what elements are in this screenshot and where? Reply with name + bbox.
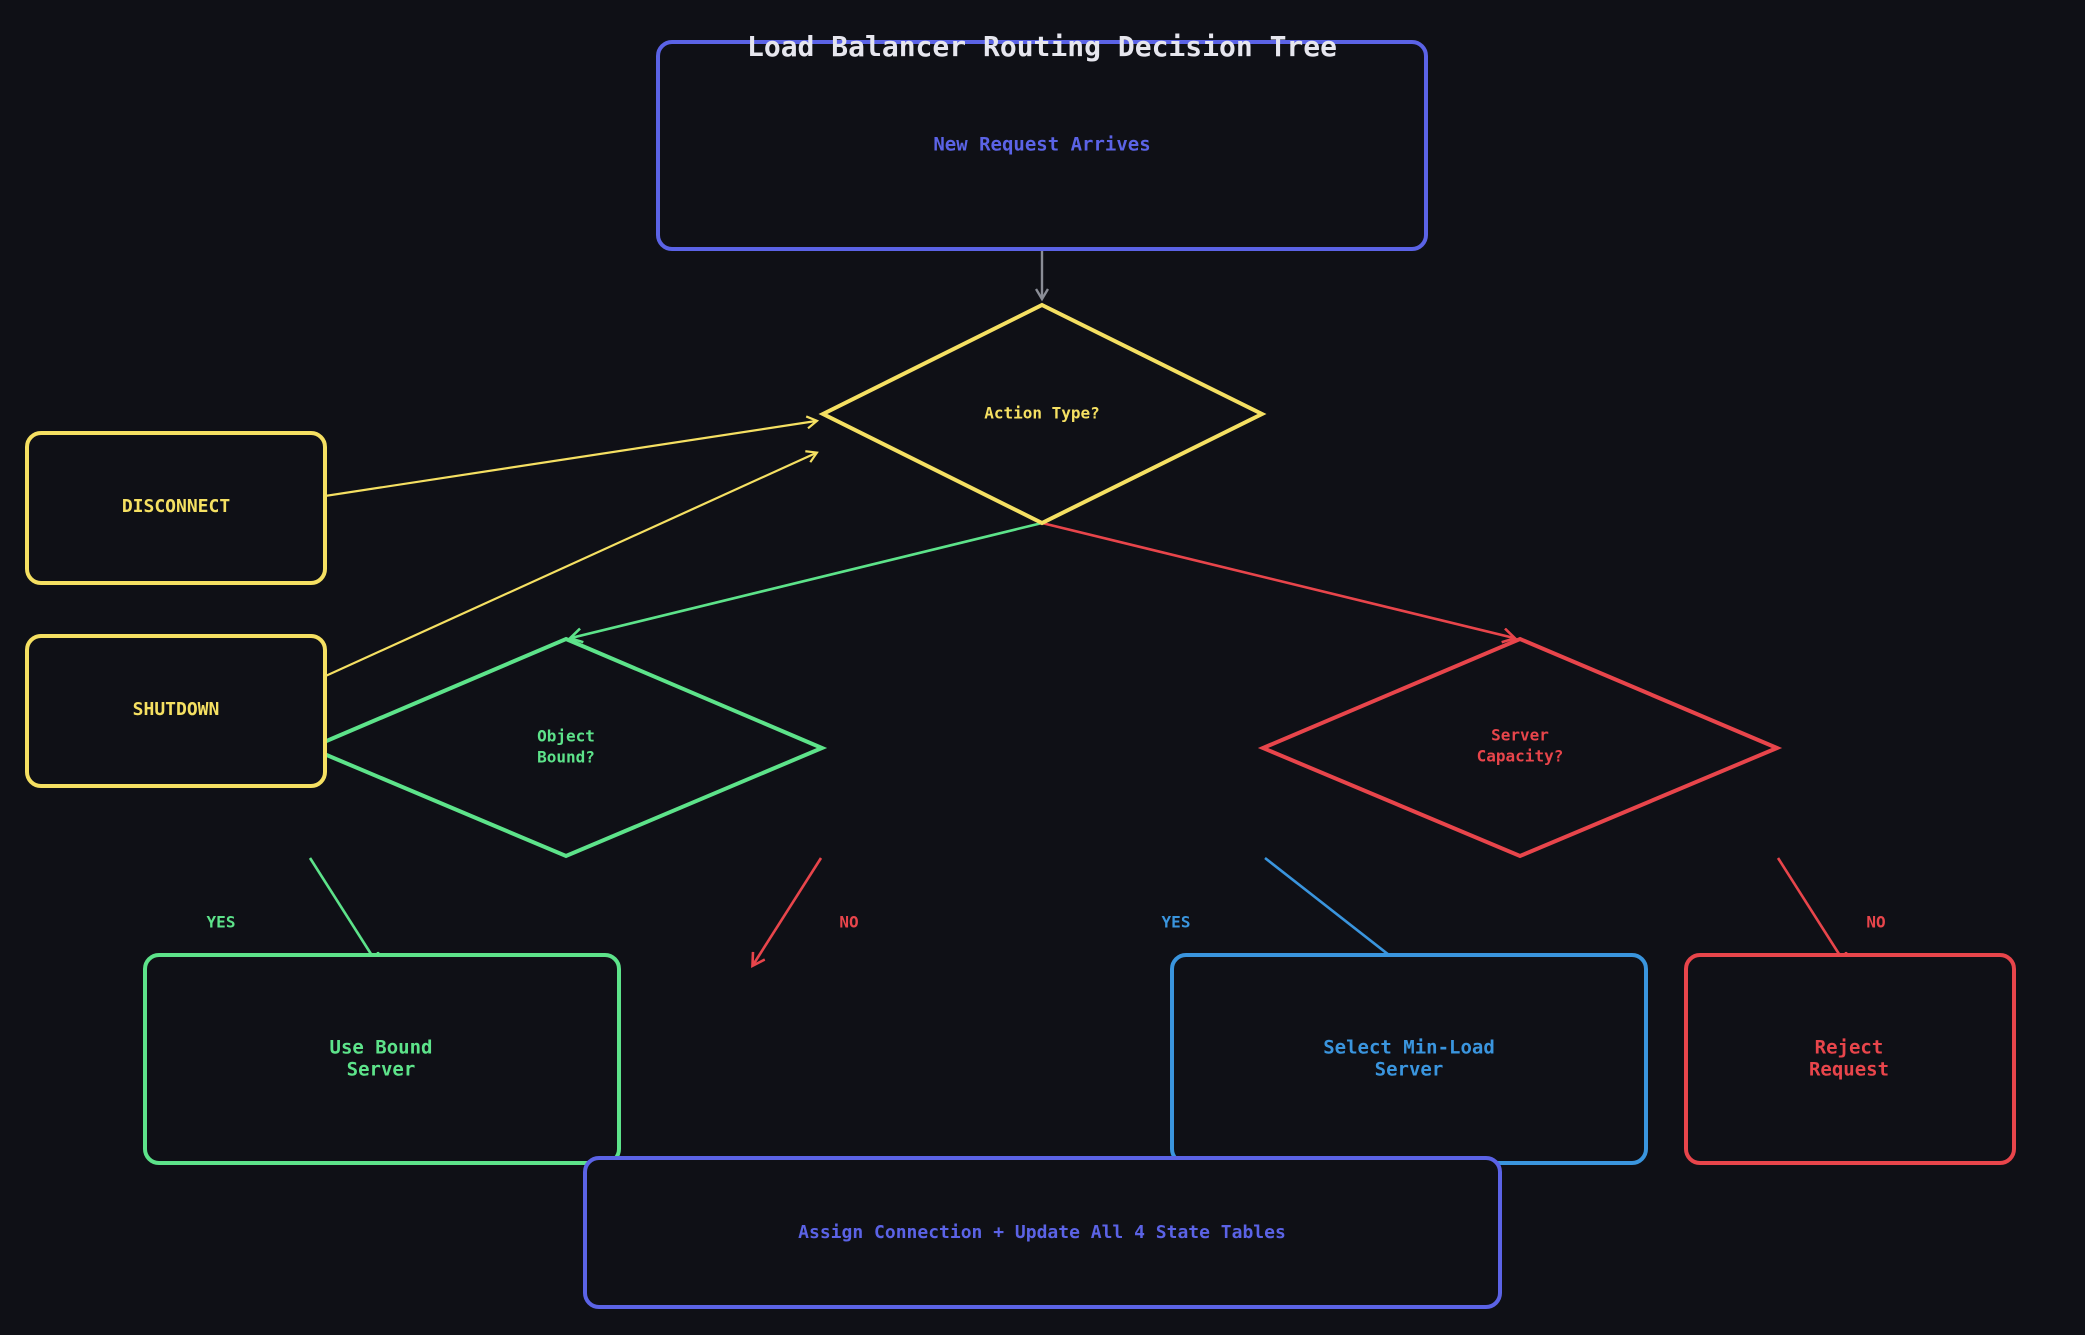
node-object-bound: Object Bound?: [304, 636, 828, 859]
edge-label-capacity-no: NO: [1866, 913, 1885, 932]
node-use-bound-server: Use Bound Server: [143, 953, 621, 1165]
node-disconnect: DISCONNECT: [25, 431, 327, 585]
node-select-min-load-line2: Server: [1375, 1059, 1444, 1081]
node-use-bound-line1: Use Bound: [330, 1037, 433, 1059]
node-server-capacity: Server Capacity?: [1257, 636, 1783, 859]
node-action-type: Action Type?: [818, 302, 1267, 526]
edge-capacity-yes: [1264, 856, 1403, 966]
edge-disconnect-to-action: [252, 415, 820, 509]
node-assign-connection-label: Assign Connection + Update All 4 State T…: [798, 1222, 1286, 1243]
edge-action-to-server-capacity: [1041, 521, 1514, 638]
node-select-min-load-line1: Select Min-Load: [1323, 1037, 1495, 1059]
edge-shutdown-to-action: [252, 450, 819, 711]
edge-label-bound-yes: YES: [207, 913, 236, 932]
edge-bound-yes: [308, 857, 378, 965]
node-reject-line2: Request: [1809, 1059, 1889, 1081]
node-disconnect-label: DISCONNECT: [122, 496, 231, 517]
edge-capacity-no: [1776, 857, 1846, 965]
node-action-type-label: Action Type?: [984, 404, 1100, 423]
node-shutdown-label: SHUTDOWN: [133, 699, 220, 720]
diagram-title: Load Balancer Routing Decision Tree: [747, 30, 1337, 63]
node-object-bound-line1: Object: [537, 727, 595, 746]
edge-bound-no: [753, 857, 823, 965]
edge-label-capacity-yes: YES: [1162, 913, 1191, 932]
node-server-capacity-line2: Capacity?: [1477, 747, 1564, 766]
edge-action-to-object-bound: [571, 521, 1043, 638]
node-server-capacity-line1: Server: [1491, 726, 1549, 745]
node-object-bound-line2: Bound?: [537, 748, 595, 767]
node-assign-connection: Assign Connection + Update All 4 State T…: [583, 1156, 1502, 1309]
node-new-request-label: New Request Arrives: [933, 134, 1150, 156]
node-reject-request: Reject Request: [1684, 953, 2016, 1165]
node-shutdown: SHUTDOWN: [25, 634, 327, 788]
node-reject-line1: Reject: [1815, 1037, 1884, 1059]
node-use-bound-line2: Server: [347, 1059, 416, 1081]
node-select-min-load: Select Min-Load Server: [1170, 953, 1648, 1165]
node-new-request: New Request Arrives: [656, 40, 1428, 251]
edge-label-bound-no: NO: [839, 913, 858, 932]
